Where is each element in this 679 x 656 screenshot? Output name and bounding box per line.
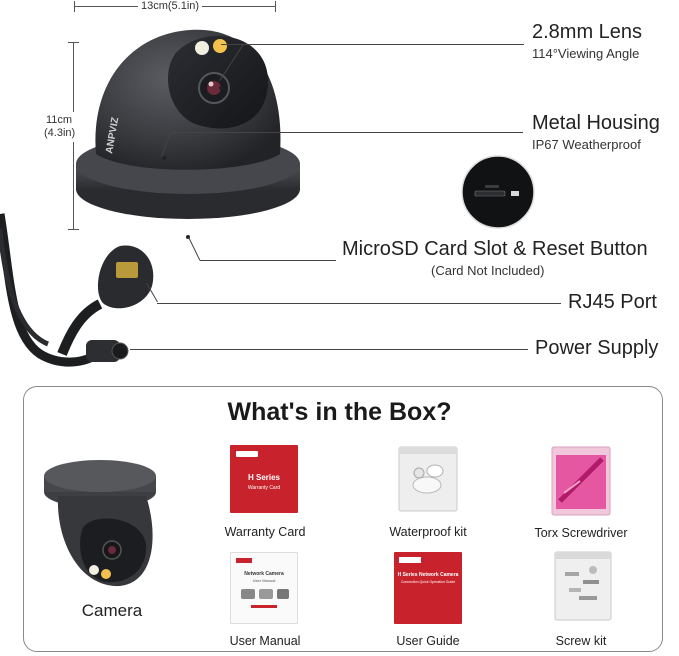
- cable: [0, 213, 103, 367]
- rj45-leader: [157, 303, 561, 304]
- box-title: What's in the Box?: [227, 398, 452, 426]
- waterproof-kit-icon: [398, 446, 458, 512]
- power-title: Power Supply: [535, 337, 659, 359]
- waterproof-kit-label: Waterproof kit: [389, 525, 467, 539]
- user-guide-icon: H Series Network Camera Connection Quick…: [394, 552, 462, 624]
- warranty-card-print-sub: Warranty Card: [247, 485, 281, 491]
- rj45-title: RJ45 Port: [568, 291, 657, 313]
- screw-kit-icon: [554, 551, 612, 621]
- user-guide-label: User Guide: [396, 634, 460, 648]
- user-manual-label: User Manual: [229, 634, 301, 648]
- housing-title: Metal Housing: [532, 112, 660, 134]
- warranty-card-print-title: H Series: [247, 473, 281, 482]
- user-guide-print-title: H Series Network Camera: [397, 572, 459, 578]
- box-camera-icon: [44, 460, 156, 587]
- lens-dot: [219, 86, 223, 90]
- amber-led: [213, 39, 227, 53]
- user-guide-print-sub: Connection Quick Operation Guide: [400, 580, 456, 584]
- lens-leader: [221, 44, 524, 45]
- camera-illustration: ANPVIZ: [0, 29, 300, 367]
- user-manual-print-title: Network Camera: [244, 571, 284, 577]
- microsd-subtitle: (Card Not Included): [431, 263, 545, 278]
- height-dimension-label: 11cm (4.3in): [44, 112, 76, 142]
- lens-title: 2.8mm Lens: [532, 21, 643, 43]
- housing-subtitle: IP67 Weatherproof: [532, 137, 641, 152]
- height-cm-label: 11cm: [45, 114, 73, 126]
- screw-kit-label: Screw kit: [555, 634, 607, 648]
- white-led: [195, 41, 209, 55]
- height-in-label: (4.3in): [44, 127, 76, 139]
- housing-leader: [171, 132, 523, 133]
- microsd-slot-thumbnail: [461, 155, 535, 229]
- microsd-dot: [186, 235, 190, 239]
- user-manual-icon: Network Camera User Manual: [230, 552, 298, 624]
- microsd-leader: [200, 260, 336, 261]
- warranty-card-label: Warranty Card: [224, 525, 306, 539]
- power-leader: [130, 349, 528, 350]
- microsd-title: MicroSD Card Slot & Reset Button: [342, 238, 648, 260]
- width-dimension-label: 13cm(5.1in): [138, 0, 203, 12]
- torx-screwdriver-icon: [551, 446, 611, 516]
- box-camera-label: Camera: [81, 601, 143, 620]
- housing-dot: [162, 156, 166, 160]
- power-connector: [86, 340, 120, 362]
- warranty-card-icon: H Series Warranty Card: [230, 445, 298, 513]
- user-manual-print-sub: User Manual: [252, 578, 276, 583]
- torx-screwdriver-label: Torx Screwdriver: [534, 526, 628, 540]
- lens-subtitle-text: 114°Viewing Angle: [532, 46, 640, 61]
